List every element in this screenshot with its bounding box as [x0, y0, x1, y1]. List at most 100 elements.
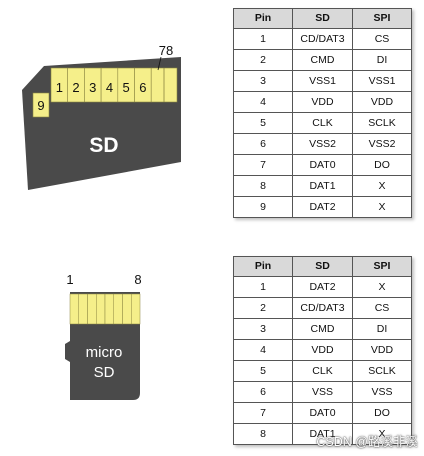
- table-cell: X: [352, 423, 412, 445]
- table-cell: 1: [233, 276, 293, 298]
- table-row: 4 VDD VDD: [233, 339, 412, 361]
- table-row: 2 CMD DI: [233, 49, 412, 71]
- table-header-row: Pin SD SPI: [233, 256, 412, 277]
- table-cell: 7: [233, 402, 293, 424]
- micro-sd-pin-1-label: 1: [66, 272, 73, 287]
- table-cell: 2: [233, 297, 293, 319]
- table-cell: 8: [233, 175, 293, 197]
- table-cell: 3: [233, 70, 293, 92]
- column-header-sd: SD: [292, 8, 353, 29]
- column-header-pin: Pin: [233, 256, 293, 277]
- table-cell: SCLK: [352, 360, 412, 382]
- table-cell: DAT1: [292, 175, 353, 197]
- micro-sd-pin-row: [69, 293, 141, 325]
- sd-pin-78-label: 78: [159, 43, 173, 58]
- micro-sd-label-line2: SD: [94, 364, 115, 381]
- table-cell: DAT2: [292, 276, 353, 298]
- sd-pin-6-label: 6: [139, 80, 146, 95]
- micro-sd-pin-5: [104, 293, 114, 325]
- table-row: 5 CLK SCLK: [233, 360, 412, 382]
- table-cell: DO: [352, 154, 412, 176]
- sd-pin-3-label: 3: [89, 80, 96, 95]
- table-cell: VSS1: [352, 70, 412, 92]
- table-cell: VDD: [292, 91, 353, 113]
- table-cell: 2: [233, 49, 293, 71]
- sd-pinout-table: Pin SD SPI 1 CD/DAT3 CS 2 CMD DI 3 VSS1 …: [233, 8, 412, 218]
- micro-sd-pinout-table: Pin SD SPI 1 DAT2 X 2 CD/DAT3 CS 3 CMD D…: [233, 256, 412, 445]
- table-row: 8 DAT1 X: [233, 423, 412, 445]
- table-cell: DO: [352, 402, 412, 424]
- table-cell: 4: [233, 339, 293, 361]
- sd-card-label: SD: [89, 134, 118, 157]
- table-cell: VSS: [292, 381, 353, 403]
- sd-pin-1-label: 1: [56, 80, 63, 95]
- micro-sd-pin-3: [87, 293, 97, 325]
- table-cell: DI: [352, 49, 412, 71]
- table-row: 7 DAT0 DO: [233, 402, 412, 424]
- table-cell: DAT0: [292, 402, 353, 424]
- table-cell: VDD: [352, 339, 412, 361]
- table-cell: VDD: [352, 91, 412, 113]
- sd-pin-2-label: 2: [72, 80, 79, 95]
- table-cell: SCLK: [352, 112, 412, 134]
- table-row: 6 VSS VSS: [233, 381, 412, 403]
- table-cell: DI: [352, 318, 412, 340]
- table-cell: 8: [233, 423, 293, 445]
- sd-pin-9-label: 9: [37, 98, 44, 113]
- table-row: 2 CD/DAT3 CS: [233, 297, 412, 319]
- micro-sd-pin-2: [78, 293, 88, 325]
- table-cell: DAT2: [292, 196, 353, 218]
- table-cell: CD/DAT3: [292, 28, 353, 50]
- table-row: 4 VDD VDD: [233, 91, 412, 113]
- table-cell: 5: [233, 112, 293, 134]
- micro-sd-label-line1: micro: [86, 344, 123, 361]
- table-cell: VDD: [292, 339, 353, 361]
- table-cell: 3: [233, 318, 293, 340]
- micro-sd-pin-6: [113, 293, 123, 325]
- table-cell: VSS1: [292, 70, 353, 92]
- sd-pin-5-label: 5: [123, 80, 130, 95]
- table-cell: CS: [352, 297, 412, 319]
- column-header-sd: SD: [292, 256, 353, 277]
- table-cell: VSS2: [292, 133, 353, 155]
- table-cell: CLK: [292, 112, 353, 134]
- table-cell: X: [352, 175, 412, 197]
- table-row: 3 CMD DI: [233, 318, 412, 340]
- table-cell: X: [352, 276, 412, 298]
- column-header-spi: SPI: [352, 256, 412, 277]
- table-cell: CD/DAT3: [292, 297, 353, 319]
- table-cell: 6: [233, 133, 293, 155]
- table-row: 6 VSS2 VSS2: [233, 133, 412, 155]
- table-cell: 6: [233, 381, 293, 403]
- table-cell: 9: [233, 196, 293, 218]
- sd-pin-78-leader: [157, 56, 162, 71]
- table-cell: 5: [233, 360, 293, 382]
- table-cell: VSS: [352, 381, 412, 403]
- table-cell: 7: [233, 154, 293, 176]
- watermark: CSDN @路溪非溪: [316, 435, 418, 449]
- table-cell: CLK: [292, 360, 353, 382]
- micro-sd-pin-4: [96, 293, 106, 325]
- table-cell: X: [352, 196, 412, 218]
- micro-sd-pin-1: [69, 293, 79, 325]
- table-cell: 4: [233, 91, 293, 113]
- table-row: 7 DAT0 DO: [233, 154, 412, 176]
- table-cell: CMD: [292, 49, 353, 71]
- table-cell: CS: [352, 28, 412, 50]
- table-cell: DAT1: [292, 423, 353, 445]
- table-cell: 1: [233, 28, 293, 50]
- sd-pin-4-label: 4: [106, 80, 113, 95]
- table-header-row: Pin SD SPI: [233, 8, 412, 29]
- micro-sd-pin-7: [122, 293, 132, 325]
- table-row: 1 DAT2 X: [233, 276, 412, 298]
- table-row: 8 DAT1 X: [233, 175, 412, 197]
- micro-sd-pin-8-label: 8: [134, 272, 141, 287]
- micro-sd-card: 1 8 micro SD: [65, 272, 142, 400]
- table-cell: CMD: [292, 318, 353, 340]
- sd-pin-9: [32, 92, 50, 118]
- table-row: 5 CLK SCLK: [233, 112, 412, 134]
- table-cell: DAT0: [292, 154, 353, 176]
